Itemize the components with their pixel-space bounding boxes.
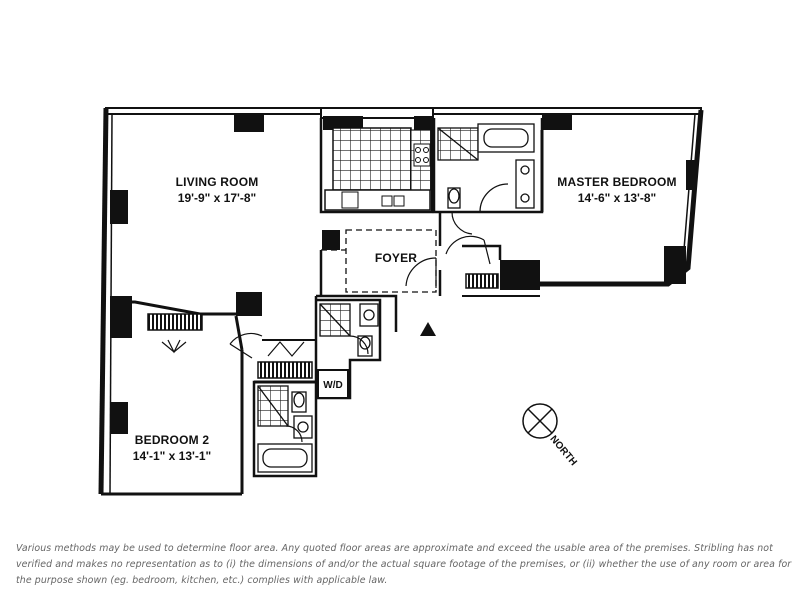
doors	[161, 211, 491, 443]
interior-walls	[110, 118, 544, 494]
bath-2	[257, 385, 313, 473]
living-room-label: LIVING ROOM	[176, 175, 259, 189]
master-bedroom-dims: 14'-6" x 13'-8"	[578, 191, 656, 205]
floor-plan: NORTH LIVING ROOM 19'-9" x 17'-8" MASTER…	[98, 107, 704, 496]
washer-dryer-label: W/D	[323, 380, 342, 391]
foyer-label: FOYER	[375, 251, 417, 265]
entry-marker	[420, 322, 436, 336]
kitchen	[324, 127, 432, 211]
bedroom-2-dims: 14'-1" x 13'-1"	[133, 449, 211, 463]
master-bedroom-label: MASTER BEDROOM	[557, 175, 676, 189]
closets	[147, 273, 499, 379]
structural-columns	[110, 114, 696, 434]
master-bath	[437, 123, 535, 213]
bath-3	[317, 303, 379, 399]
foyer-outline	[321, 229, 437, 293]
living-room-dims: 19'-9" x 17'-8"	[178, 191, 256, 205]
north-label: NORTH	[547, 434, 578, 468]
disclaimer-text: Various methods may be used to determine…	[16, 543, 792, 586]
bedroom-2-label: BEDROOM 2	[135, 433, 210, 447]
north-compass: NORTH	[522, 403, 579, 468]
